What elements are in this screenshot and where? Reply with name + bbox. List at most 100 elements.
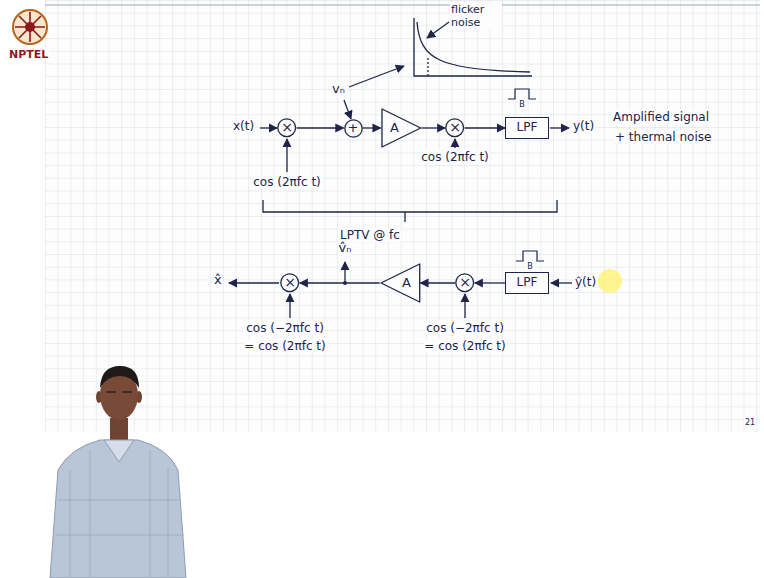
signal-name: x̂ [213, 272, 223, 288]
multiplier-circle: × [277, 118, 296, 137]
node-label: + [348, 121, 359, 135]
node-text-group: × [459, 275, 471, 290]
bandwidth-label: B [526, 262, 534, 272]
signal-wire [344, 100, 351, 119]
circle-outline [281, 274, 299, 292]
node-text-group: A [390, 121, 399, 135]
node-text-group: × [449, 120, 461, 135]
node-text-group: LPF [517, 276, 538, 289]
node-text-group: × [284, 275, 296, 290]
signal-name: x(t) [232, 119, 255, 133]
carrier-label: cos (−2πfc t) [245, 321, 325, 335]
lecturer-figure [56, 450, 184, 578]
grid-paper [45, 0, 760, 432]
signal-wire [550, 127, 569, 128]
triangle-outline [381, 264, 420, 302]
signal-name: ŷ(t) [574, 275, 597, 289]
triangle-outline [382, 109, 421, 147]
page-number: 21 [744, 418, 756, 428]
signal-wire [260, 127, 277, 128]
filter-symbol [516, 251, 544, 261]
lecturer-figure [100, 366, 139, 388]
signal-wire [286, 139, 287, 172]
signal-name: v̂ₙ [338, 240, 353, 256]
grid-paper [45, 0, 760, 432]
flicker-noise-plot [427, 58, 428, 76]
grid-paper [45, 5, 760, 6]
nptel-logo [13, 10, 47, 44]
node-label: × [281, 120, 293, 135]
lecturer-figure [50, 366, 186, 578]
multiplier-circle: × [280, 273, 299, 292]
node-text-group: A [402, 276, 411, 290]
lecturer-figure [50, 440, 186, 578]
carrier-label: cos (2πfc t) [420, 150, 490, 164]
lecturer-figure [106, 391, 132, 393]
signal-connector [420, 282, 455, 283]
lowpass-filter-box: LPF [505, 117, 549, 139]
signal-wire [464, 294, 465, 318]
lowpass-filter-box: LPF [505, 272, 549, 294]
carrier-label: = cos (2πfc t) [243, 339, 326, 353]
carrier-label: cos (−2πfc t) [425, 321, 505, 335]
lecturer-figure [110, 418, 128, 442]
multiplier-circle: × [455, 273, 474, 292]
circle-outline [278, 119, 296, 137]
cursor-highlight [598, 269, 622, 293]
signal-connector [297, 127, 344, 128]
node-label: A [390, 121, 399, 135]
node-label: A [402, 276, 411, 290]
note-text: + thermal noise [614, 130, 712, 144]
adder-circle: + [344, 119, 363, 138]
note-text: Amplified signal [612, 110, 710, 124]
signal-wire [229, 282, 279, 283]
signal-connector [465, 127, 505, 128]
circle-outline [446, 119, 464, 137]
carrier-label: = cos (2πfc t) [423, 339, 506, 353]
bracket [263, 200, 557, 222]
bracket [263, 200, 557, 222]
circle-outline [344, 119, 361, 136]
signal-wire [349, 66, 404, 87]
nptel-logo [13, 10, 47, 44]
lecturer-figure [104, 440, 134, 462]
multiplier-circle: × [445, 118, 464, 137]
signal-wire [551, 282, 572, 283]
node-label: LPF [517, 121, 538, 134]
signal-connector [475, 282, 505, 283]
amplifier-triangle: A [381, 108, 422, 148]
signal-wire [454, 139, 455, 148]
node-label: LPF [517, 276, 538, 289]
logo-text: NPTEL [8, 48, 49, 61]
triangle-outline [380, 263, 421, 303]
cursor-highlight [598, 269, 622, 293]
node-label: × [449, 120, 461, 135]
triangle-outline [381, 108, 422, 148]
signal-connector [421, 127, 445, 128]
signal-connector [363, 127, 381, 128]
flicker-noise-plot [427, 22, 449, 38]
signal-connector [300, 282, 380, 283]
carrier-label: cos (2πfc t) [252, 175, 322, 189]
flicker-noise-plot [417, 22, 530, 72]
filter-symbol [508, 89, 536, 99]
callout-label: flicker noise [450, 3, 502, 29]
node-label: × [459, 275, 471, 290]
signal-wire [289, 294, 290, 318]
amplifier-triangle: A [380, 263, 421, 303]
signal-name: vₙ [331, 81, 346, 97]
filter-symbol [508, 89, 544, 261]
node-text-group: + [348, 121, 359, 135]
nptel-logo [15, 12, 45, 42]
circle-outline [456, 274, 474, 292]
grid-paper [45, 0, 760, 432]
signal-name: y(t) [572, 119, 595, 133]
signal-wire [344, 262, 345, 283]
node-label: × [284, 275, 296, 290]
node-text-group: LPF [517, 121, 538, 134]
node-text-group: × [281, 120, 293, 135]
signal-wire [229, 66, 572, 318]
